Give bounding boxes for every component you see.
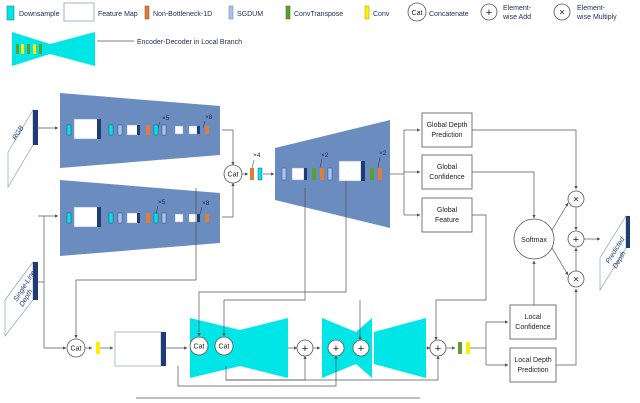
decoder-multiplier-b: ×2 <box>379 150 387 157</box>
downsample-legend-icon <box>6 5 15 21</box>
svg-text:Prediction: Prediction <box>517 367 548 374</box>
svg-text:+: + <box>435 343 441 355</box>
svg-text:+: + <box>573 234 579 246</box>
local-cat-a <box>189 336 209 356</box>
conv-legend-icon <box>364 5 370 20</box>
global-decoder: ×2 ×2 <box>275 120 390 228</box>
svg-text:Feature: Feature <box>435 217 459 224</box>
encoder1-multiplier-b: ×8 <box>205 114 213 121</box>
single-line-depth-input: Single-Line Depth <box>4 260 38 338</box>
legend-conv: Conv <box>373 11 390 18</box>
legend-concatenate: Concatenate <box>429 11 469 18</box>
global-feature-box: Global Feature <box>421 197 473 233</box>
sgdum-legend-icon <box>228 5 234 20</box>
concatenate-legend-icon <box>407 2 427 22</box>
svg-text:Cat: Cat <box>219 344 230 351</box>
legend-feature-map: Feature Map <box>98 11 138 18</box>
encoder2-multiplier-a: ×5 <box>158 199 166 206</box>
legend-add-line2: wise Add <box>502 14 531 21</box>
svg-text:Cat: Cat <box>71 346 82 353</box>
legend-encoder-decoder: Encoder-Decoder in Local Branch <box>137 39 242 46</box>
encoder-decoder-legend-icon <box>12 32 95 66</box>
global-confidence-box: Global Confidence <box>421 154 473 190</box>
predicted-depth-output: Predicted Depth <box>599 214 630 292</box>
global-depth-prediction-box: Global Depth Prediction <box>421 112 473 148</box>
svg-text:Prediction: Prediction <box>431 132 462 139</box>
legend-mul-line1: Element- <box>577 5 606 12</box>
svg-text:×: × <box>573 195 579 206</box>
add-legend-icon <box>480 3 498 21</box>
legend-mul-line2: wise Multiply <box>576 14 617 21</box>
rgb-encoder: ×5 ×8 <box>60 93 220 168</box>
svg-text:Global: Global <box>437 164 458 171</box>
non-bottleneck-legend-icon <box>144 5 150 20</box>
svg-text:Global: Global <box>437 207 458 214</box>
legend-conv-transpose: ConvTranspose <box>294 11 343 18</box>
svg-text:+: + <box>358 343 364 355</box>
svg-text:Global Depth: Global Depth <box>427 122 468 129</box>
mid-multiplier: ×4 <box>253 152 261 159</box>
global-cat-label: Cat <box>228 172 239 179</box>
svg-text:+: + <box>486 7 492 19</box>
svg-text:Confidence: Confidence <box>515 324 551 331</box>
local-input-conv <box>96 342 100 354</box>
local-feature-map <box>114 331 166 367</box>
legend-downsample: Downsample <box>19 11 60 18</box>
local-out-conv-transpose <box>458 342 462 354</box>
mid-non-bottleneck <box>250 168 254 180</box>
svg-text:+: + <box>302 343 308 355</box>
legend-cat-symbol: Cat <box>412 10 423 17</box>
local-encoder-decoder-3 <box>374 318 426 378</box>
local-cat-b <box>214 336 234 356</box>
legend-add-line1: Element- <box>503 5 532 12</box>
feature-map-legend-icon <box>63 2 95 22</box>
softmax-node <box>513 218 555 260</box>
svg-text:Cat: Cat <box>194 344 205 351</box>
legend: Downsample Feature Map Non-Bottleneck-1D… <box>6 2 617 66</box>
encoder2-multiplier-b: ×8 <box>202 200 210 207</box>
rgb-input: RGB <box>7 108 38 189</box>
legend-non-bottleneck: Non-Bottleneck-1D <box>153 11 212 18</box>
encoder1-multiplier-a: ×5 <box>162 115 170 122</box>
svg-text:×: × <box>573 275 579 286</box>
svg-text:Local: Local <box>525 314 542 321</box>
softmax-label: Softmax <box>521 237 547 244</box>
svg-text:×: × <box>559 8 565 19</box>
local-out-conv <box>466 342 470 354</box>
local-confidence-box: Local Confidence <box>509 304 557 340</box>
local-depth-prediction-box: Local Depth Prediction <box>509 347 557 383</box>
legend-sgdum: SGDUM <box>237 11 263 18</box>
svg-text:Local Depth: Local Depth <box>514 357 551 364</box>
svg-text:Confidence: Confidence <box>429 174 465 181</box>
multiply-legend-icon <box>553 3 571 21</box>
decoder-multiplier-a: ×2 <box>321 152 329 159</box>
svg-text:+: + <box>333 343 339 355</box>
conv-transpose-legend-icon <box>285 5 291 20</box>
depth-encoder: ×5 ×8 <box>60 180 220 256</box>
